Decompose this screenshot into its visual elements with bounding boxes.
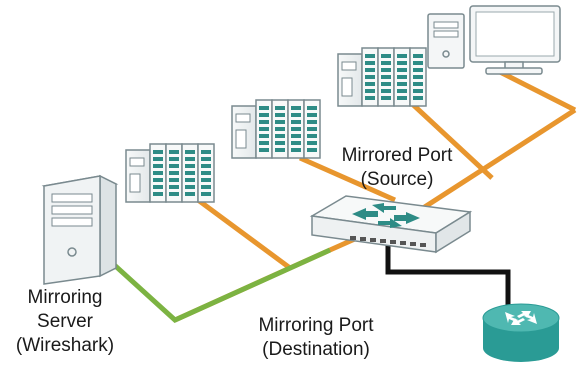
mirroring-port-title: Mirroring Port [258,315,374,336]
server-tower-icon [41,174,119,285]
plc-unit-2 [231,99,321,159]
plc-unit-1 [125,143,215,203]
network-links [98,69,577,323]
pc-link [498,69,577,113]
mirroring-port-label: Mirroring Port (Destination) [226,314,406,362]
mirrored-port-title: Mirrored Port [341,145,453,166]
router-icon [482,303,560,362]
destination-link [98,247,332,323]
plc-link-3 [406,98,494,180]
plc-link-1 [196,197,292,271]
mirroring-port-subtitle: (Destination) [262,339,370,360]
mirroring-server-label: Mirroring Server (Wireshark) [0,286,130,358]
plc-link-2 [298,155,397,203]
plc-unit-3 [337,47,427,107]
mirrored-port-subtitle: (Source) [360,169,434,190]
mirroring-server-line1: Mirroring [27,287,103,308]
mirroring-server-line3: (Wireshark) [15,335,115,356]
mirroring-server-line2: Server [37,311,93,332]
router-link [385,240,511,305]
mirrored-port-label: Mirrored Port (Source) [322,144,472,192]
plc-icon [125,47,427,203]
switch-icon [309,195,473,254]
computer-icon [427,5,561,75]
